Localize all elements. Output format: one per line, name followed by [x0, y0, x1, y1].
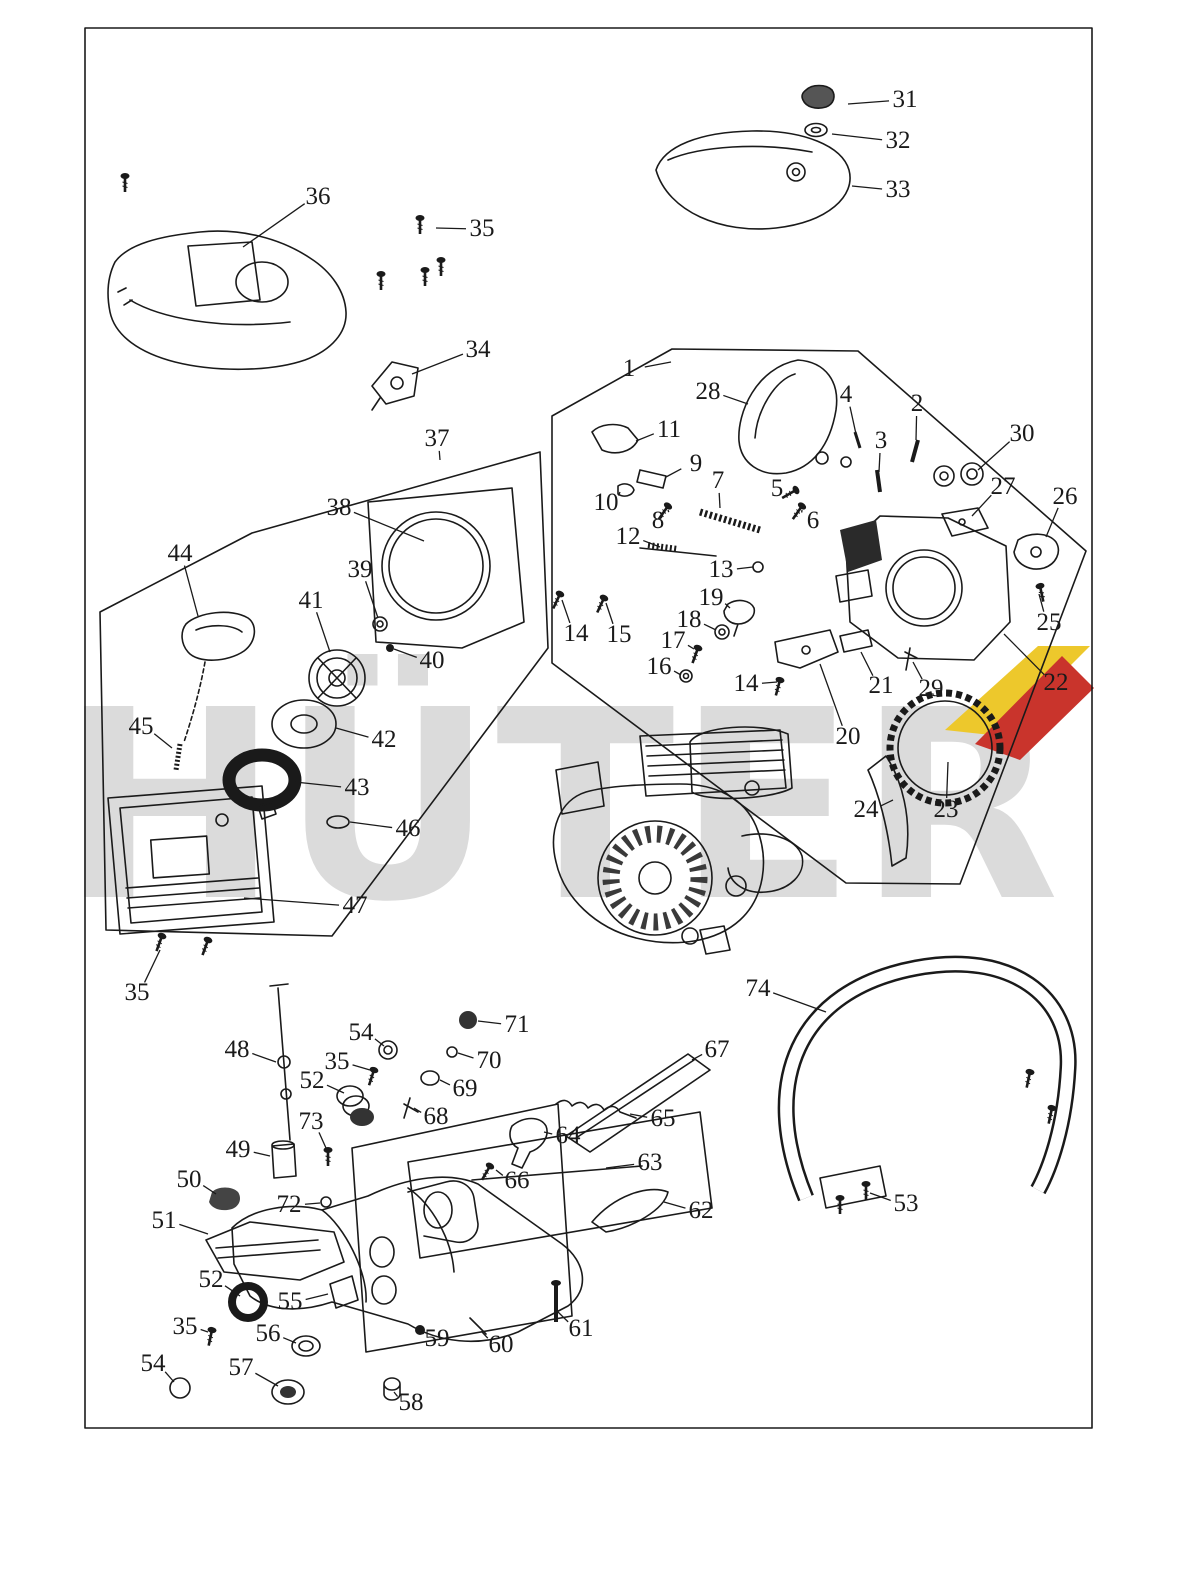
assembly-box-left	[99, 451, 549, 937]
assembly-box-right	[551, 348, 1087, 885]
choke-parts-art	[205, 983, 477, 1281]
throttle-parts-art	[471, 1053, 711, 1233]
top-cover-art	[107, 230, 347, 371]
fuel-tank-art	[231, 1103, 713, 1353]
handlebar-art	[777, 955, 1077, 1216]
bracket-art	[371, 361, 419, 411]
brand-logo-icon	[945, 646, 1094, 760]
chain-art	[867, 689, 1004, 867]
air-cover-art	[655, 84, 851, 230]
engine-art	[552, 726, 804, 955]
clutch-cover-art	[835, 515, 1011, 661]
recoil-starter-art	[107, 487, 525, 958]
brand-watermark: HÜTER	[60, 654, 1062, 959]
brake-small-parts-art	[547, 423, 1060, 698]
diagram-border	[84, 27, 1093, 1429]
hand-guard-art	[738, 359, 852, 475]
bottom-small-parts-art	[169, 1280, 561, 1405]
